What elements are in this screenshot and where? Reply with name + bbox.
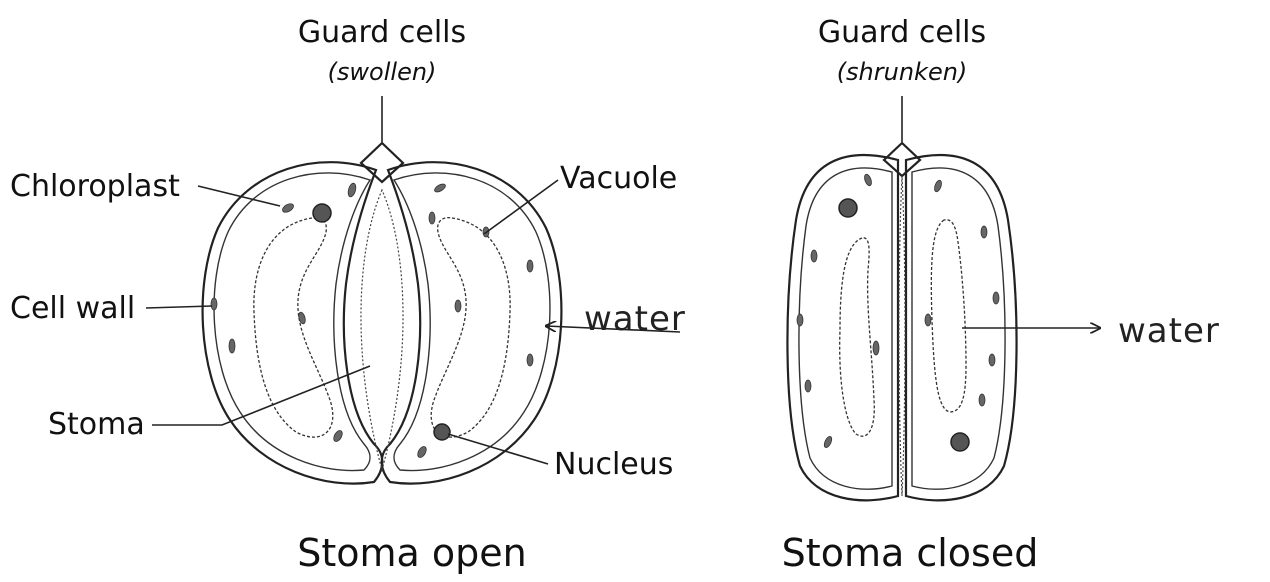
chloroplast	[823, 435, 834, 448]
open-stoma-panel: Guard cells (swollen)	[10, 15, 686, 575]
chloroplast	[429, 212, 435, 224]
closed-guard-cells-title: Guard cells	[818, 15, 986, 50]
left-vacuole	[840, 238, 875, 436]
chloroplast	[925, 314, 931, 326]
chloroplast	[332, 429, 344, 443]
vacuole-label: Vacuole	[560, 161, 677, 196]
chloroplast	[347, 182, 357, 197]
closed-stoma-panel: Guard cells (shrunken)	[782, 15, 1220, 575]
chloroplast	[863, 173, 873, 186]
chloroplast	[433, 182, 446, 193]
chloroplast	[527, 354, 533, 366]
chloroplast	[979, 394, 985, 406]
chloroplast	[229, 339, 235, 353]
chloroplast	[455, 300, 461, 312]
left-guard-cell-swollen	[203, 162, 383, 483]
chloroplast	[873, 341, 879, 355]
open-guard-cells-subtitle: (swollen)	[328, 58, 437, 86]
nucleus	[951, 433, 969, 451]
closed-guard-cells-subtitle: (shrunken)	[837, 58, 968, 86]
chloroplast	[805, 380, 811, 392]
right-guard-cell-swollen	[382, 162, 562, 483]
chloroplast	[811, 250, 817, 262]
chloroplast	[211, 298, 217, 310]
chloroplast	[933, 179, 943, 192]
chloroplast	[298, 311, 307, 324]
nucleus	[313, 204, 331, 222]
junction-diamond	[361, 143, 403, 182]
water-out-note: water	[1118, 311, 1220, 351]
stoma-closed-caption: Stoma closed	[782, 531, 1039, 575]
open-guard-cells-title: Guard cells	[298, 15, 466, 50]
chloroplast-label: Chloroplast	[10, 169, 180, 204]
water-in-note: water	[584, 299, 686, 339]
stoma-pore	[361, 190, 403, 470]
left-guard-cell-shrunken	[787, 155, 898, 500]
nucleus	[434, 424, 450, 440]
nucleus-label: Nucleus	[554, 447, 673, 482]
chloroplast	[281, 202, 295, 214]
chloroplast	[527, 260, 533, 272]
chloroplast	[797, 314, 803, 326]
chloroplast	[993, 292, 999, 304]
stoma-label: Stoma	[48, 407, 145, 442]
stoma-pore-closed	[899, 176, 905, 496]
nucleus-leader	[448, 434, 548, 464]
stoma-open-caption: Stoma open	[297, 531, 526, 575]
cell-wall-label: Cell wall	[10, 291, 135, 326]
left-vacuole	[254, 218, 333, 438]
nucleus	[839, 199, 857, 217]
right-vacuole	[931, 220, 966, 412]
chloroplast	[981, 226, 987, 238]
chloroplast	[416, 445, 428, 459]
chloroplast	[989, 354, 995, 366]
right-vacuole	[431, 218, 510, 438]
